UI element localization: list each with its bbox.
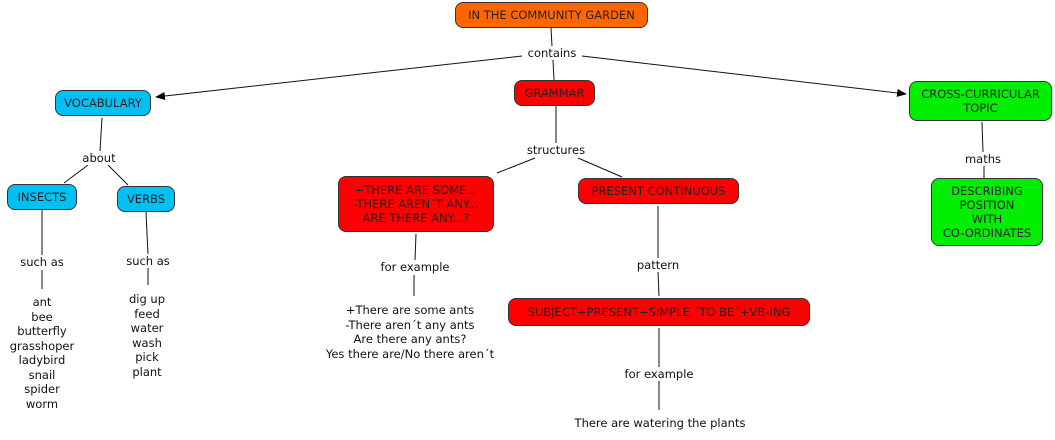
node-cross-curricular[interactable]: CROSS-CURRICULAR TOPIC xyxy=(909,81,1052,121)
list-there-examples: +There are some ants -There aren´t any a… xyxy=(325,303,495,361)
link-contains-cross xyxy=(581,55,907,97)
link-contains-vocabulary xyxy=(155,55,523,100)
list-insects: ant bee butterfly grasshoper ladybird sn… xyxy=(9,295,75,411)
list-verbs: dig up feed water wash pick plant xyxy=(128,292,166,379)
node-verbs[interactable]: VERBS xyxy=(117,186,175,212)
link-label-such-as-insects: such as xyxy=(18,255,66,269)
link-label-about: about xyxy=(80,151,118,165)
list-pattern-example: There are watering the plants xyxy=(574,416,746,430)
node-pattern[interactable]: SUBJECT+PRESENT+SIMPLE ´TO BE´+VB-ING xyxy=(508,298,810,326)
node-root[interactable]: IN THE COMMUNITY GARDEN xyxy=(455,2,648,28)
link-label-contains: contains xyxy=(525,46,579,60)
link-about-insects xyxy=(63,164,89,184)
link-structures-present xyxy=(577,157,623,178)
link-about-verbs xyxy=(107,164,129,186)
link-vocab-about xyxy=(99,117,103,152)
link-cross-maths xyxy=(981,121,984,153)
link-contains-grammar xyxy=(552,59,555,81)
node-grammar[interactable]: GRAMMAR xyxy=(514,80,595,106)
node-vocabulary[interactable]: VOCABULARY xyxy=(55,90,151,116)
node-insects[interactable]: INSECTS xyxy=(7,184,77,210)
link-label-structures: structures xyxy=(524,143,588,157)
link-label-maths: maths xyxy=(962,152,1004,166)
link-there-forex xyxy=(414,233,417,261)
link-label-for-example-pattern: for example xyxy=(622,367,696,381)
node-describing-position[interactable]: DESCRIBING POSITION WITH CO-ORDINATES xyxy=(931,178,1043,246)
link-label-such-as-verbs: such as xyxy=(124,254,172,268)
link-root-contains xyxy=(550,27,553,47)
link-structures-there xyxy=(496,157,536,174)
node-there-are[interactable]: +THERE ARE SOME... -THERE AREN´T ANY... … xyxy=(338,176,494,232)
node-present-continuous[interactable]: PRESENT CONTINUOUS xyxy=(578,178,739,204)
link-pattern-box xyxy=(657,271,660,297)
link-verbs-suchas xyxy=(145,211,149,255)
link-label-for-example-there: for example xyxy=(378,260,452,274)
link-label-pattern: pattern xyxy=(634,258,682,272)
